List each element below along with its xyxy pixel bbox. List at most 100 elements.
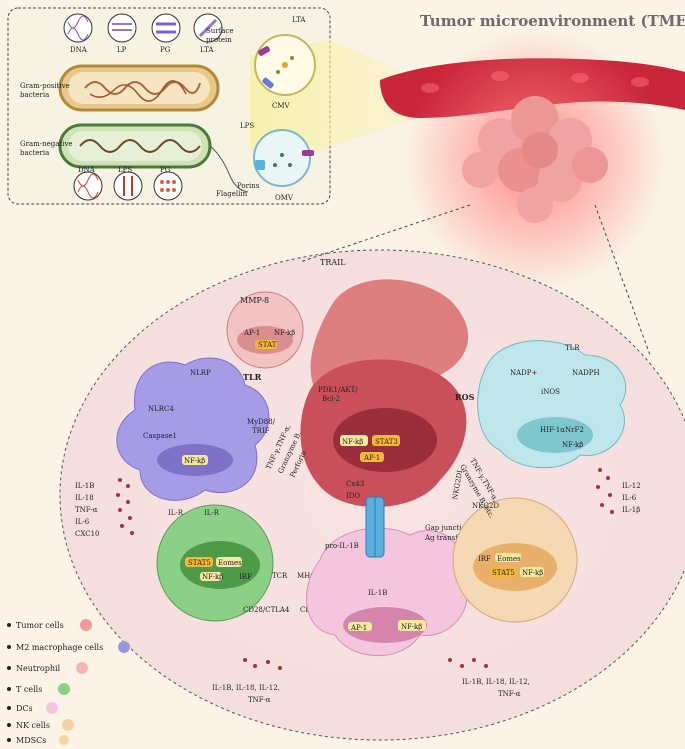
nlrc4-label: NLRC4 xyxy=(148,405,174,413)
il1b-label: IL-1B xyxy=(368,589,387,597)
neutrophil-cell xyxy=(226,291,304,369)
icon-label-dna: DNA xyxy=(70,46,88,54)
pro-il-label: pro-IL-1B xyxy=(325,542,359,550)
inos-label: iNOS xyxy=(541,388,560,396)
legend-swatch-dcs xyxy=(46,702,58,714)
nk-irf: IRF xyxy=(478,555,491,563)
surface-protein-label-2: protein xyxy=(206,36,232,44)
nrf2-label: NrF2 xyxy=(565,426,584,434)
bottom-left-cyt-1: IL-1B, IL-18, IL-12, xyxy=(212,684,280,692)
tumor-nfkb: NF-kβ xyxy=(342,438,363,446)
mdsc-nfkb: NF-kβ xyxy=(562,441,583,449)
gram-negative-label-1: Gram-negative xyxy=(20,140,73,148)
legend-label-neutrophil: Neutrophil xyxy=(16,664,61,673)
hif-label: HIF-1α xyxy=(540,426,565,434)
nk-stat5: STAT5 xyxy=(492,569,515,577)
legend-swatch-neutrophil xyxy=(76,662,88,674)
tumor-ap1: AP-1 xyxy=(363,454,380,462)
legend-swatch-tumor xyxy=(80,619,92,631)
omv-label: OMV xyxy=(275,194,294,202)
pdk-label-1: PDK1/AKT/ xyxy=(318,386,358,394)
tcell-nfkb: NF-kβ xyxy=(202,573,223,581)
gram-positive-label-2: bacteria xyxy=(20,91,49,99)
cmv-vesicle xyxy=(254,34,316,96)
myd88-label-1: MyD88/ xyxy=(247,418,276,426)
bottom-right-cyt-1: IL-1B, IL-18, IL-12, xyxy=(462,678,530,686)
tlr-label-left: TLR xyxy=(243,372,262,382)
m2-macrophage-cell xyxy=(116,357,270,501)
tumor-mass xyxy=(462,96,608,223)
left-cyt-1: IL-1B xyxy=(75,482,94,490)
left-cyt-5: CXC10 xyxy=(75,530,99,538)
cmv-label: CMV xyxy=(272,102,291,110)
left-cyt-4: IL-6 xyxy=(75,518,90,526)
icon-label-lp: LP xyxy=(117,46,127,54)
myd88-label-2: TRIF xyxy=(252,427,270,435)
icon-label-lps: LPS xyxy=(118,166,132,174)
right-cyt-3: IL-1β xyxy=(622,506,640,514)
caspase1-label: Caspase1 xyxy=(143,432,177,440)
icon-label-pg: PG xyxy=(160,46,171,54)
nk-nfkb: NF-kβ xyxy=(522,569,543,577)
left-cyt-2: IL-18 xyxy=(75,494,94,502)
neutrophil-nfkb: NF-kβ xyxy=(274,329,295,337)
dc-ap1: AP-1 xyxy=(350,624,367,632)
legend-swatch-mdsc xyxy=(59,735,69,745)
right-cyt-1: IL-12 xyxy=(622,482,641,490)
legend-label-mdsc: MDSCs xyxy=(16,736,46,745)
legend-label-nk: NK cells xyxy=(16,721,50,730)
gram-positive-bacterium xyxy=(58,64,220,112)
icon-label-pg-2: PG xyxy=(160,166,171,174)
mmp8-label: MMP-8 xyxy=(240,296,269,305)
tcell-irf: IRF xyxy=(239,573,252,581)
omv-vesicle xyxy=(253,129,314,187)
tlr-label-right: TLR xyxy=(565,344,580,352)
legend-label-m2: M2 macrophage cells xyxy=(16,643,103,652)
gram-negative-label-2: bacteria xyxy=(20,149,49,157)
tcell-eomes: Eomes xyxy=(218,559,242,567)
gap-label-1: Gap junctions / xyxy=(425,524,479,532)
tcell-stat5: STAT5 xyxy=(188,559,211,567)
legend-label-dcs: DCs xyxy=(16,704,33,713)
nadpplus-label: NADP+ xyxy=(510,369,538,377)
porins-label: Porins xyxy=(237,182,260,190)
dc-nfkb: NF-kβ xyxy=(401,623,422,631)
t-cell xyxy=(156,504,274,622)
trail-label: TRAIL xyxy=(320,258,346,267)
page-title: Tumor microenvironment (TME) xyxy=(420,12,685,30)
tcr-label: TCR xyxy=(272,572,288,580)
legend-label-tumor: Tumor cells xyxy=(16,621,64,630)
gap-junction-channel xyxy=(365,496,385,558)
gap-label-2: Ag transfer xyxy=(424,534,466,542)
surface-protein-label-1: Surface xyxy=(206,27,233,35)
nkg2d-label: NKG2D xyxy=(472,502,499,510)
legend: Tumor cells M2 macrophage cells Neutroph… xyxy=(7,619,130,745)
cytokine-dots xyxy=(116,468,614,670)
ros-label: ROS xyxy=(455,392,475,402)
macrophage-nfkb: NF-kβ xyxy=(184,457,205,465)
nadph-label: NADPH xyxy=(572,369,600,377)
right-cyt-2: IL-6 xyxy=(622,494,637,502)
lta-label: LTA xyxy=(292,16,306,24)
tumor-stat3: STAT3 xyxy=(375,438,398,446)
gram-negative-icons xyxy=(73,171,183,201)
bottom-left-cyt-2: TNF-α xyxy=(248,696,271,704)
neutrophil-stat: STAT xyxy=(258,341,277,349)
neutrophil-ap1: AP-1 xyxy=(243,329,260,337)
icon-label-lta: LTA xyxy=(200,46,214,54)
pdk-label-2: Bcl-2 xyxy=(322,395,340,403)
cd28-label: CD28/CTLA4 xyxy=(243,606,290,614)
gram-positive-icons xyxy=(63,13,223,43)
lps-label: LPS xyxy=(240,122,254,130)
cx43-label: Cx43 xyxy=(346,480,364,488)
nk-cell xyxy=(452,497,578,623)
flagellin-label: Flagellin xyxy=(216,190,248,198)
nlrp-label: NLRP xyxy=(190,369,211,377)
ido-label: IDO xyxy=(346,492,360,500)
dendritic-cell xyxy=(306,527,468,657)
legend-swatch-tcells xyxy=(58,683,70,695)
mdsc-cell xyxy=(477,340,627,469)
bottom-right-cyt-2: TNF-α xyxy=(498,690,521,698)
